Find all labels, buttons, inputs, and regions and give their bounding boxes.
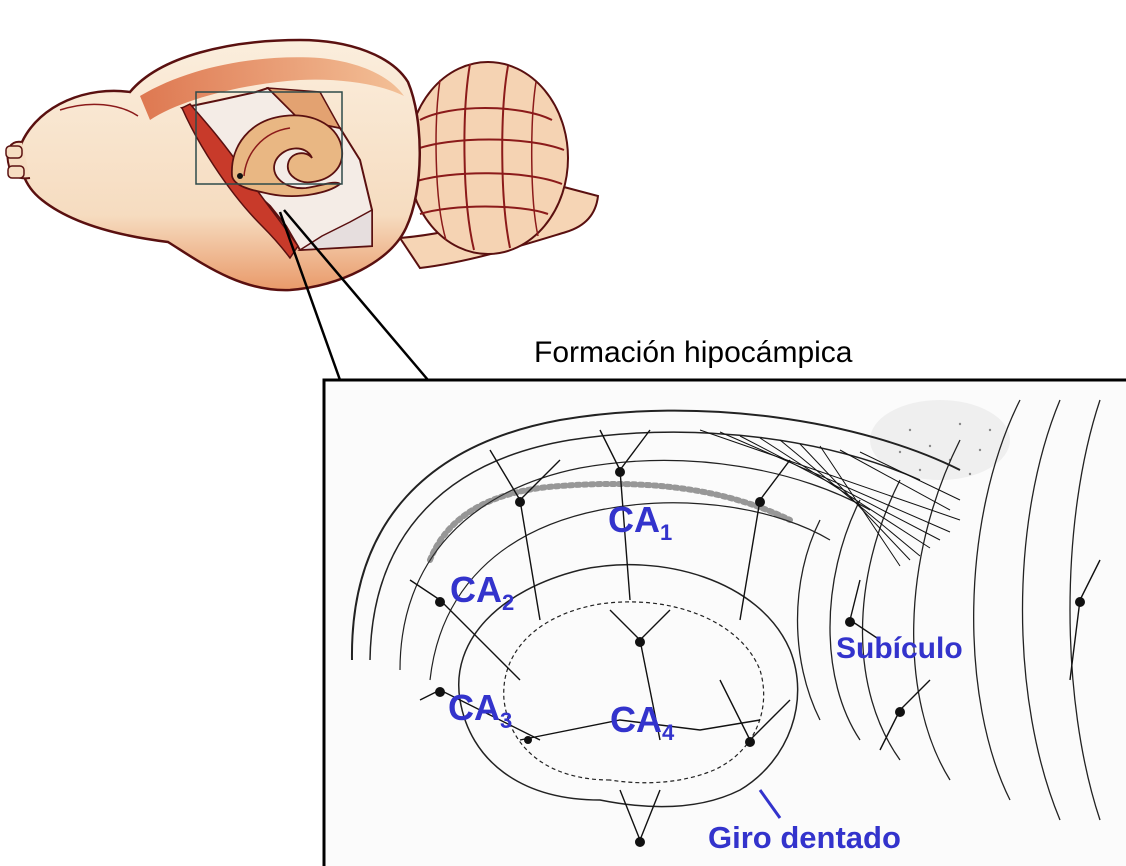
hippocampus-inset [324, 380, 1126, 866]
label-ca1-sub: 1 [660, 520, 672, 545]
brain-illustration [6, 40, 598, 290]
zoom-origin-point [237, 173, 243, 179]
cerebellum [408, 62, 568, 254]
label-ca4-main: CA [610, 699, 662, 740]
label-ca1-main: CA [608, 499, 660, 540]
label-giro-dentado: Giro dentado [708, 822, 901, 853]
label-ca2: CA2 [450, 572, 514, 614]
label-ca4: CA4 [610, 702, 674, 744]
label-ca3-sub: 3 [500, 708, 512, 733]
label-ca2-sub: 2 [502, 590, 514, 615]
label-ca3-main: CA [448, 687, 500, 728]
label-ca2-main: CA [450, 569, 502, 610]
label-ca3: CA3 [448, 690, 512, 732]
label-subiculo: Subículo [836, 634, 963, 664]
figure-title: Formación hipocámpica [534, 336, 852, 370]
label-ca1: CA1 [608, 502, 672, 544]
label-ca4-sub: 4 [662, 720, 674, 745]
